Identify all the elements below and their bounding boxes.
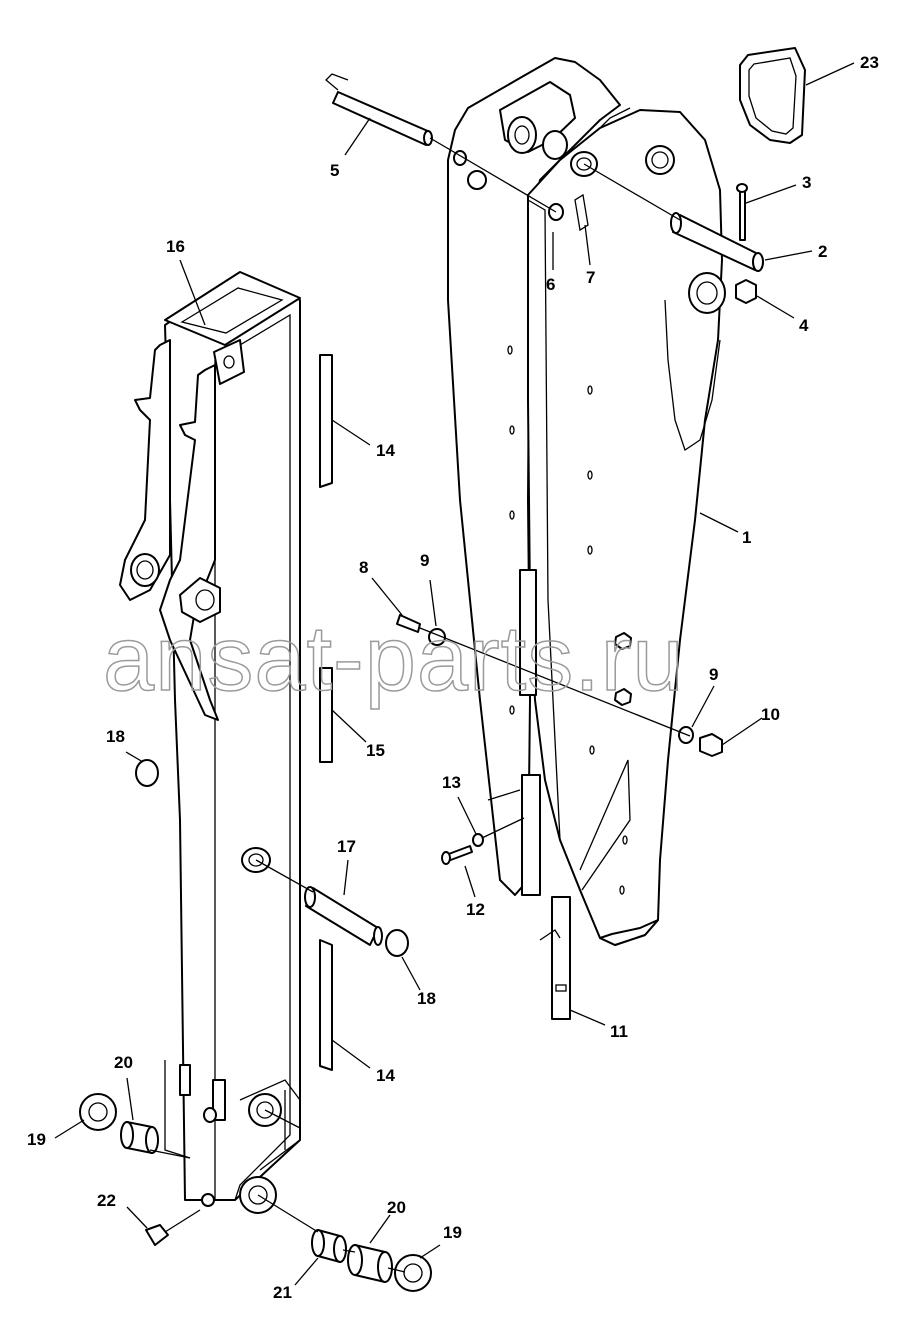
leader-lines [54, 62, 855, 1286]
bolt-part-12 [441, 845, 473, 865]
strip-part-14-top [319, 354, 333, 488]
callout-23: 23 [860, 53, 879, 72]
pin-part-17 [304, 886, 383, 946]
clip-part-7 [574, 193, 589, 232]
assembly-lines [149, 137, 691, 1273]
callout-18a: 18 [106, 727, 125, 746]
callout-14b: 14 [376, 1066, 395, 1085]
strip-part-11 [539, 896, 571, 1020]
callout-3: 3 [802, 173, 811, 192]
callout-12: 12 [466, 900, 485, 919]
callout-2: 2 [818, 242, 827, 261]
callout-10: 10 [761, 705, 780, 724]
callout-16: 16 [166, 237, 185, 256]
seal-part-23 [739, 47, 806, 144]
callout-14a: 14 [376, 441, 395, 460]
callout-5: 5 [330, 161, 339, 180]
ring-part-18a [135, 759, 159, 787]
bushing-part-20a [120, 1121, 159, 1154]
nut-part-4 [735, 279, 757, 304]
ring-part-18b [385, 929, 409, 957]
callout-19b: 19 [443, 1223, 462, 1242]
callout-13: 13 [442, 773, 461, 792]
washer-part-19a [79, 1093, 117, 1131]
washer-part-19b [394, 1254, 432, 1292]
callout-8: 8 [359, 558, 368, 577]
callout-7: 7 [586, 268, 595, 287]
callout-18b: 18 [417, 989, 436, 1008]
grease-nipple-part-22 [145, 1209, 201, 1246]
callout-9b: 9 [709, 665, 718, 684]
pin-part-5 [325, 73, 433, 146]
bushing-part-20b [347, 1244, 393, 1283]
stud-part-8 [396, 614, 421, 633]
callout-15: 15 [366, 741, 385, 760]
callout-19a: 19 [27, 1130, 46, 1149]
bushing-part-21 [311, 1229, 347, 1263]
callout-22: 22 [97, 1191, 116, 1210]
boom-part-1 [447, 57, 726, 946]
dipper-arm-part-16 [119, 271, 301, 1214]
washer-part-13 [472, 833, 484, 847]
watermark: ansat-parts.ru [103, 608, 685, 710]
callout-6: 6 [546, 275, 555, 294]
callouts: 1 2 3 4 5 6 7 8 9 9 10 11 12 13 14 14 15… [27, 53, 879, 1302]
callout-9a: 9 [420, 551, 429, 570]
callout-20b: 20 [387, 1198, 406, 1217]
callout-4: 4 [799, 316, 809, 335]
nut-part-10 [699, 733, 723, 757]
callout-20a: 20 [114, 1053, 133, 1072]
callout-21: 21 [273, 1283, 292, 1302]
strip-part-15 [319, 667, 333, 763]
bolt-part-3 [736, 183, 748, 241]
callout-11: 11 [610, 1022, 628, 1041]
pin-part-2 [670, 212, 764, 272]
callout-1: 1 [742, 528, 751, 547]
strip-part-14-bottom [319, 939, 333, 1071]
callout-17: 17 [337, 837, 356, 856]
